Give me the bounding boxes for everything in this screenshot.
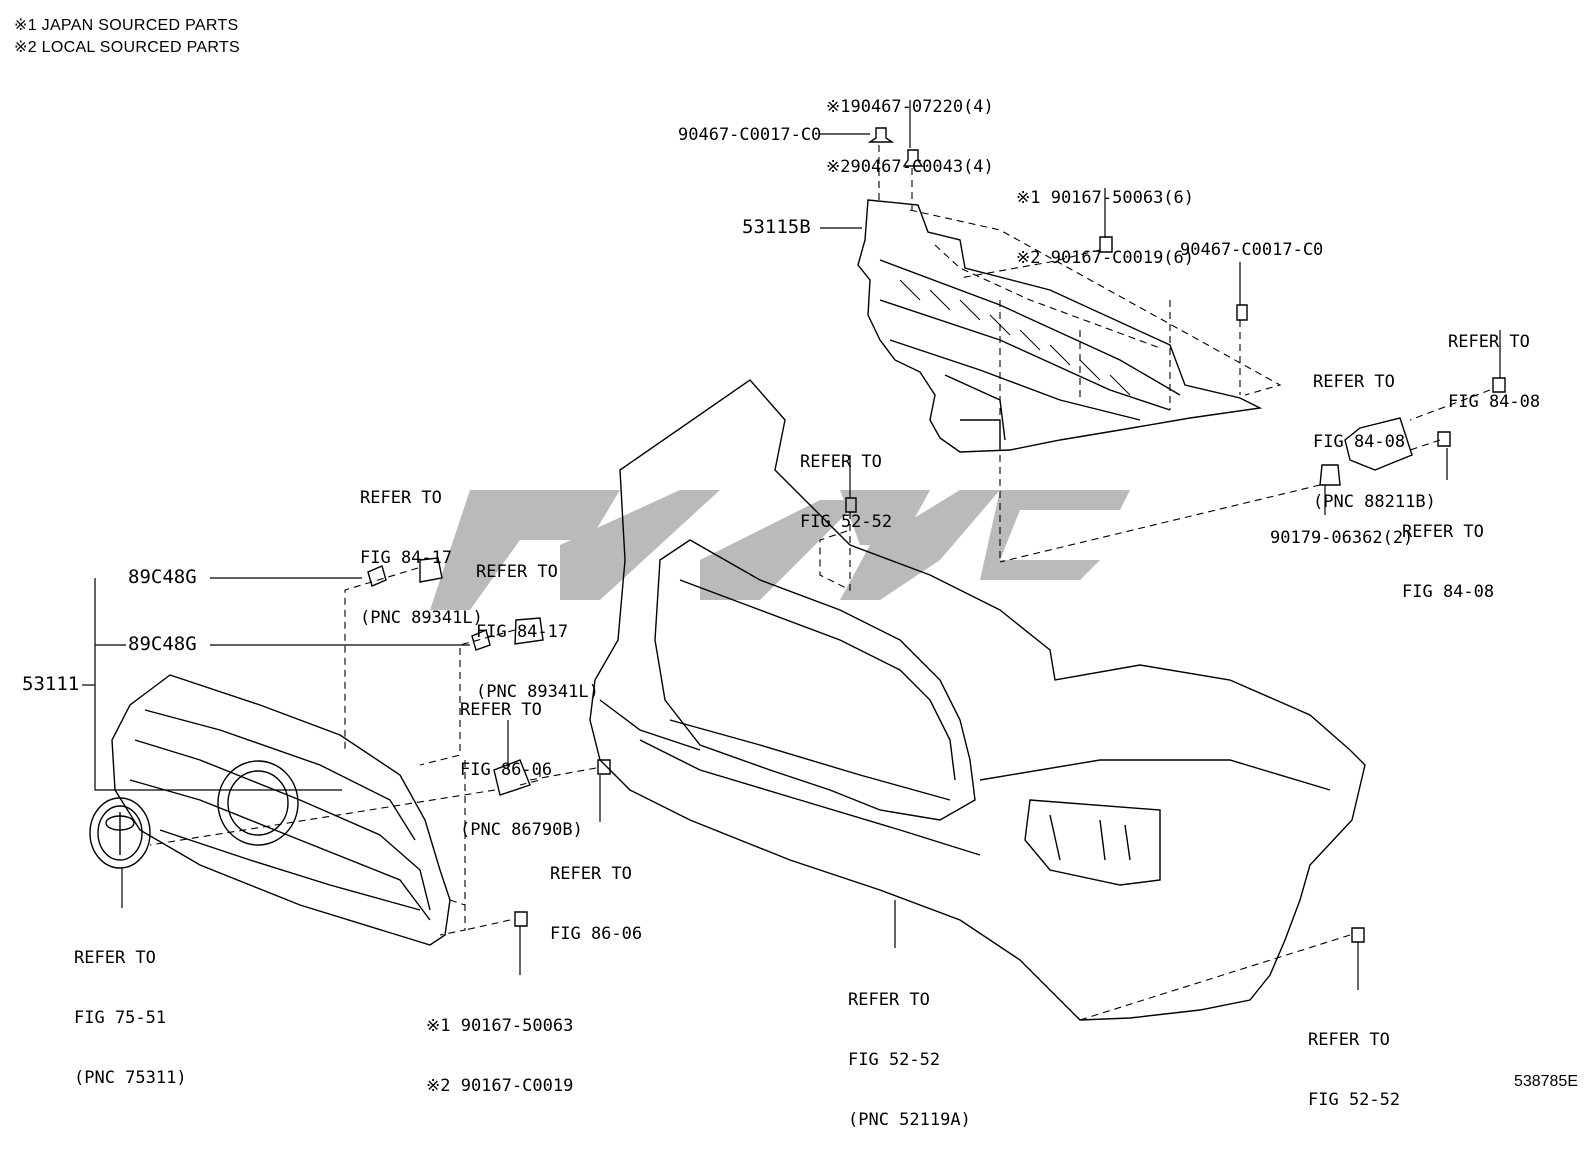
label-refer-52-52-top: REFER TO FIG 52-52 [800,452,893,532]
parts-diagram [82,100,1506,1021]
label-clip-right: 90467-C0017-C0 [1180,240,1324,260]
grille-part [111,674,451,946]
label-refer-75-51: REFER TO FIG 75-51 (PNC 75311) [74,948,187,1088]
label-refer-84-08-c: REFER TO FIG 84-08 [1402,522,1495,602]
upper-support-part [857,199,1263,453]
label-refer-84-17-b: REFER TO FIG 84-17 (PNC 89341L) [476,562,599,702]
figure-number: 538785E [1513,1073,1578,1090]
label-clip-left: 90467-C0017-C0 [678,125,822,145]
emblem-part [89,797,151,869]
label-refer-86-06-a: REFER TO FIG 86-06 (PNC 86790B) [460,700,583,840]
label-refer-52-52-mid: REFER TO FIG 52-52 (PNC 52119A) [848,990,971,1130]
bumper-cover-part [589,379,1366,1021]
label-retainer: 90179-06362(2) [1270,528,1414,548]
label-89C48G-2: 89C48G [128,633,197,655]
legend-local: ※2 LOCAL SOURCED PARTS [14,39,240,56]
label-screw-bottom: ※1 90167-50063 ※2 90167-C0019 [426,1016,574,1096]
label-refer-84-08-a: REFER TO FIG 84-08 [1448,332,1541,412]
label-refer-84-17-a: REFER TO FIG 84-17 (PNC 89341L) [360,488,483,628]
label-53111: 53111 [22,673,80,695]
legend-japan: ※1 JAPAN SOURCED PARTS [14,17,239,34]
label-clip-top: ※190467-07220(4) ※290467-C0043(4) [826,97,994,177]
watermark-logo [430,490,1130,610]
label-refer-84-08-b: REFER TO FIG 84-08 (PNC 88211B) [1313,372,1436,512]
sensor-bracket-part [1344,417,1413,471]
label-89C48G-1: 89C48G [128,566,197,588]
label-screw-top: ※1 90167-50063(6) ※2 90167-C0019(6) [1016,188,1195,268]
label-53115B: 53115B [742,216,811,238]
label-refer-86-06-b: REFER TO FIG 86-06 [550,864,643,944]
label-refer-52-52-br: REFER TO FIG 52-52 [1308,1030,1401,1110]
